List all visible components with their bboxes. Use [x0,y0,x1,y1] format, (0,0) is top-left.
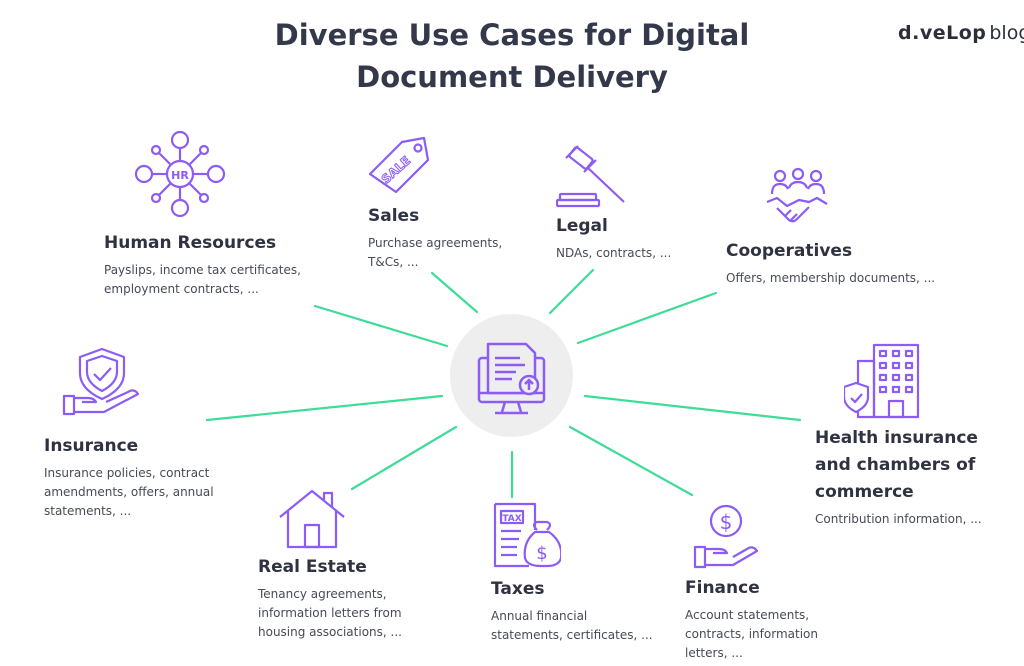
category-description: Tenancy agreements, information letters … [258,587,402,639]
svg-text:$: $ [720,510,733,534]
central-hub [450,314,573,437]
connector-coop [576,291,718,345]
connector-finance [568,425,694,497]
svg-text:SALE: SALE [379,153,413,186]
category-description: Contribution information, ... [815,512,982,526]
sale-tag-icon: SALE [368,136,430,194]
svg-text:TAX: TAX [502,514,521,524]
hr-network-icon: HR [134,130,226,218]
handshake-group-icon [766,167,828,223]
logo-suffix: blog [989,22,1024,44]
category-heading: Real Estate [258,557,367,577]
connector-insurance [205,394,444,422]
shield-hand-icon [62,347,140,416]
category-heading: Cooperatives [726,241,853,261]
category-heading: Finance [685,578,760,598]
category-human-resources: Human Resources Payslips, income tax cer… [104,230,301,299]
tax-document-money-bag-icon: TAX $ [493,502,561,568]
category-taxes: Taxes Annual financial statements, certi… [491,576,653,645]
building-shield-icon [844,343,920,419]
brand-logo: d.veLopblog [898,22,1024,44]
category-sales: Sales Purchase agreements, T&Cs, ... [368,203,502,272]
category-description: NDAs, contracts, ... [556,246,672,260]
connector-hr [313,304,449,348]
category-description: Insurance policies, contract amendments,… [44,466,214,518]
dollar-hand-icon: $ [693,504,759,569]
category-heading: Taxes [491,579,545,599]
gavel-icon [556,145,625,208]
category-health-insurance: Health insurance and chambers of commerc… [815,425,982,529]
category-real-estate: Real Estate Tenancy agreements, informat… [258,554,402,642]
category-heading: Insurance [44,436,139,456]
category-heading-line-3: commerce [815,482,914,502]
connector-realestate [350,425,458,491]
category-legal: Legal NDAs, contracts, ... [556,213,671,263]
category-description: Annual financial statements, certificate… [491,609,653,642]
category-description: Payslips, income tax certificates, emplo… [104,263,301,296]
svg-text:$: $ [536,543,547,564]
connector-sales [430,271,479,314]
category-cooperatives: Cooperatives Offers, membership document… [726,238,935,288]
category-heading: Human Resources [104,233,277,253]
connector-health [583,394,802,422]
svg-text:HR: HR [171,169,189,182]
category-finance: Finance Account statements, contracts, i… [685,575,818,663]
category-heading: Legal [556,216,608,236]
house-icon [279,489,345,549]
category-description: Offers, membership documents, ... [726,271,936,285]
category-heading-line-1: Health insurance [815,428,978,448]
page-title: Diverse Use Cases for Digital Document D… [274,18,750,94]
monitor-document-upload-icon [477,342,546,415]
category-description: Account statements, contracts, informati… [685,608,818,660]
category-heading: Sales [368,206,420,226]
category-description: Purchase agreements, T&Cs, ... [368,236,503,269]
logo-brand: d.veLop [898,22,987,44]
category-heading-line-2: and chambers of [815,455,976,475]
category-insurance: Insurance Insurance policies, contract a… [44,433,214,521]
connector-legal [548,268,595,315]
